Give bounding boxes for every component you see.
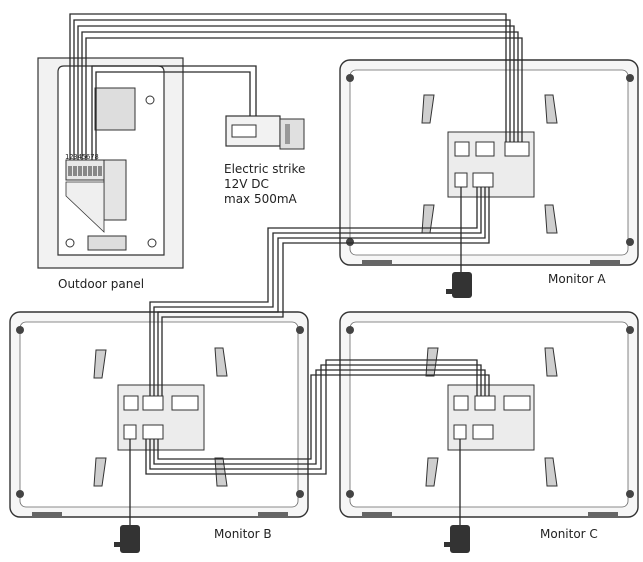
monitor-c-screw [346,326,354,334]
monitor-b-label: Monitor B [214,527,272,541]
monitor-c-label: Monitor C [540,527,598,541]
wire-panel-to-strike [95,71,251,160]
wiring-harness [69,13,523,525]
monitor-a-hook [421,94,435,124]
monitor-c-port [503,395,531,411]
wire-monitor-b-to-c [157,374,490,460]
monitor-a-hook [544,94,558,124]
monitor-a-label: Monitor A [548,272,606,286]
outdoor-panel-terminals [68,166,102,176]
monitor-b-port [142,424,164,440]
outdoor-panel-screw-top [145,95,155,105]
electric-strike-slot [285,124,290,144]
power-adapter-a [446,272,472,298]
monitor-b-screw [16,326,24,334]
monitor-c-power-port [453,424,467,440]
monitor-b [9,311,309,518]
monitor-a-screw [626,238,634,246]
monitor-a-port [472,172,494,188]
monitor-b-connector-panel [117,384,205,451]
wire-panel-to-monitor-a [85,37,523,160]
monitor-b-screw [16,490,24,498]
power-adapter-c-body [450,525,470,553]
outdoor-panel-screw-right [147,238,157,248]
wire-monitor-a-to-b [153,187,482,396]
monitor-c-hook [425,457,439,487]
monitor-c [339,311,639,518]
power-adapter-b [114,525,140,553]
monitor-a-foot [362,260,392,265]
monitor-a [339,59,639,266]
monitor-a-screw [346,238,354,246]
monitor-b-hook [214,457,228,487]
power-adapter-b-body [120,525,140,553]
outdoor-panel: 12345678 [37,57,184,269]
outdoor-panel-lower-body [65,181,105,233]
monitor-b-foot [32,512,62,517]
electric-strike-label-line3: max 500mA [224,192,297,206]
monitor-c-foot [362,512,392,517]
monitor-c-port [472,424,494,440]
monitor-a-foot [590,260,620,265]
monitor-a-hook [544,204,558,234]
monitor-c-hook [544,347,558,377]
monitor-b-hook [93,349,107,379]
wire-monitor-b-to-c [145,359,478,475]
wire-panel-to-strike [91,65,257,160]
power-adapter-b-plug [114,542,121,547]
electric-strike-latch [231,124,257,138]
electric-strike [225,115,305,150]
outdoor-panel-camera-module [94,87,136,131]
monitor-c-hook [544,457,558,487]
wire-monitor-b-to-c [153,369,486,465]
monitor-b-port [142,395,164,411]
wire-monitor-a-to-b [149,187,478,396]
wire-panel-to-monitor-a [81,31,519,160]
monitor-c-foot [588,512,618,517]
electric-strike-label-line1: Electric strike [224,162,306,176]
power-adapter-a-plug [446,289,453,294]
power-adapter-a-body [452,272,472,298]
monitor-c-screw [626,490,634,498]
monitor-c-port [453,395,469,411]
monitor-b-port [123,395,139,411]
wire-panel-to-monitor-a [69,13,507,160]
monitor-b-foot [258,512,288,517]
monitor-c-port [474,395,496,411]
wire-panel-to-monitor-a [73,19,511,160]
monitor-a-screw [346,74,354,82]
monitor-b-hook [93,457,107,487]
monitor-c-screw [346,490,354,498]
monitor-b-power-port [123,424,137,440]
monitor-a-port [504,141,530,157]
monitor-a-port [475,141,495,157]
monitor-a-power-port [454,172,468,188]
monitor-b-screw [296,490,304,498]
monitor-c-connector-panel [447,384,535,451]
monitor-b-hook [214,347,228,377]
monitor-a-screw [626,74,634,82]
wire-panel-to-monitor-a [77,25,515,160]
monitor-a-port [454,141,470,157]
electric-strike-label-line2: 12V DC [224,177,269,191]
wire-monitor-a-to-b [161,187,490,396]
monitor-b-screw [296,326,304,334]
outdoor-panel-label: Outdoor panel [58,277,145,291]
outdoor-panel-pcb [103,159,127,221]
outdoor-panel-screw-left [65,238,75,248]
power-adapter-c-plug [444,542,451,547]
monitor-c-hook [425,347,439,377]
electric-strike-faceplate [279,118,305,150]
power-adapter-c [444,525,470,553]
monitor-b-port [171,395,199,411]
outdoor-panel-bottom-clip [87,235,127,251]
wire-monitor-a-to-b [157,187,486,396]
electric-strike-label: Electric strike 12V DC max 500mA [224,162,305,207]
monitor-c-screw [626,326,634,334]
